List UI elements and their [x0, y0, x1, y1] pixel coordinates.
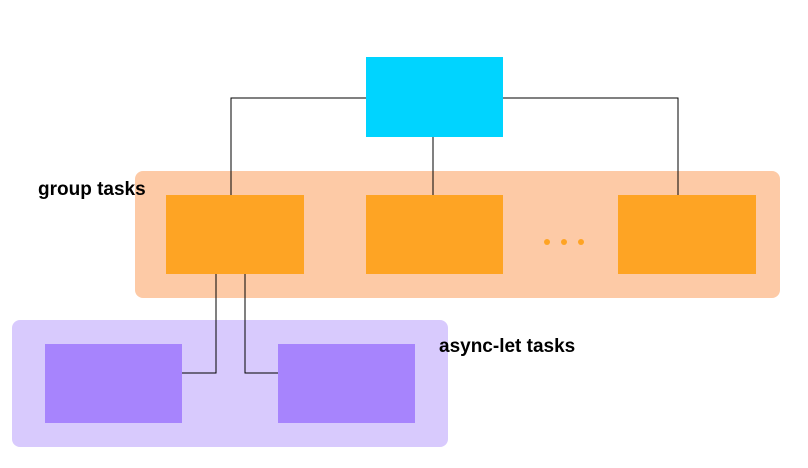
ellipsis-dots [544, 239, 584, 245]
group-task-1 [166, 195, 304, 274]
ellipsis-dot-3 [578, 239, 584, 245]
group-task-2 [366, 195, 503, 274]
async-connectors [182, 274, 278, 374]
connector-parent-to-group-task-3 [503, 97, 679, 195]
group-task-3 [618, 195, 756, 274]
ellipsis-dot-1 [544, 239, 550, 245]
parent-connectors [230, 97, 679, 195]
ellipsis-dot-2 [561, 239, 567, 245]
async-let-task-2 [278, 344, 415, 423]
connector-group-task-1-to-async-task-1 [182, 274, 217, 374]
connector-group-task-1-to-async-task-2 [244, 274, 278, 374]
parent-task [366, 57, 503, 137]
group-tasks-label: group tasks [38, 179, 146, 200]
async-let-tasks-label: async-let tasks [439, 336, 576, 357]
connector-parent-to-group-task-1 [230, 97, 366, 195]
async-let-task-1 [45, 344, 182, 423]
